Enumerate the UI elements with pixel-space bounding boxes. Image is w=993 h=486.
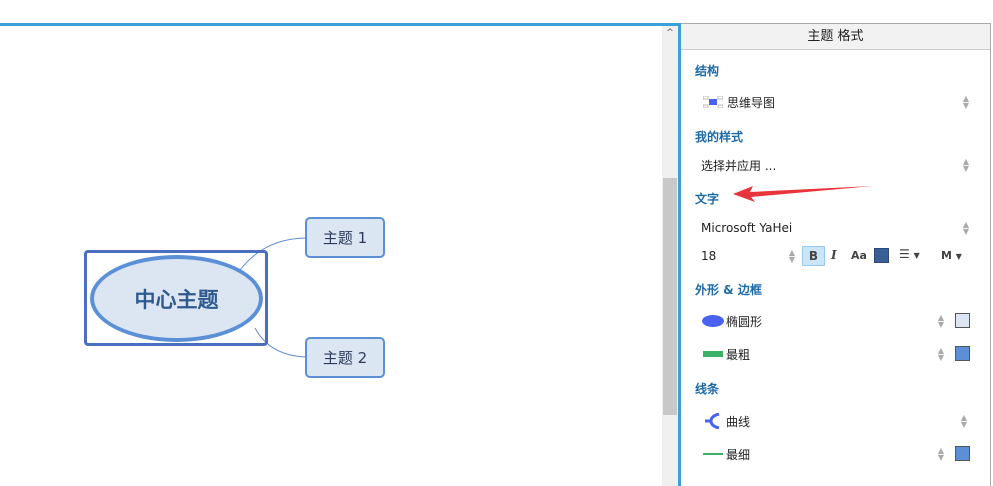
connector-lines — [239, 237, 308, 358]
line-style-value: 曲线 — [726, 414, 751, 429]
vertical-scrollbar[interactable]: ^ — [662, 26, 678, 486]
my-style-select[interactable]: 选择并应用 ... — [701, 154, 972, 176]
line-width-spinner-icon[interactable]: ▲▼ — [937, 446, 945, 462]
shape-spinner-icon[interactable]: ▲▼ — [937, 313, 945, 329]
shape-value: 椭圆形 — [726, 314, 763, 329]
font-size-spinner-icon[interactable]: ▲▼ — [788, 248, 796, 264]
panel-title: 主题 格式 — [681, 24, 990, 50]
curve-line-icon — [705, 413, 720, 429]
line-width-value: 最细 — [726, 447, 751, 462]
my-style-value: 选择并应用 ... — [701, 158, 777, 173]
text-case-button[interactable]: Aa — [851, 249, 867, 262]
my-style-heading: 我的样式 — [695, 130, 744, 144]
font-spinner-icon[interactable]: ▲▼ — [962, 220, 970, 236]
line-style-select[interactable]: 曲线 — [701, 410, 972, 432]
central-topic[interactable]: 中心主题 — [90, 255, 263, 342]
font-size-value: 18 — [701, 249, 717, 263]
line-color-swatch[interactable] — [955, 446, 970, 461]
mindmap-structure-icon — [703, 96, 723, 108]
my-style-spinner-icon[interactable]: ▲▼ — [962, 157, 970, 173]
font-family-value: Microsoft YaHei — [701, 221, 793, 235]
topic-2[interactable]: 主题 2 — [305, 337, 385, 378]
ellipse-shape-icon — [702, 315, 724, 327]
text-color-swatch[interactable] — [874, 248, 889, 263]
lines-heading: 线条 — [695, 382, 720, 396]
shape-select[interactable]: 椭圆形 — [701, 310, 930, 332]
central-topic-selection[interactable] — [84, 250, 268, 346]
text-more-button[interactable]: M ▼ — [941, 249, 962, 262]
more-label: M — [941, 249, 952, 262]
topic-1[interactable]: 主题 1 — [305, 217, 385, 258]
fill-color-swatch[interactable] — [955, 313, 970, 328]
structure-spinner-icon[interactable]: ▲▼ — [962, 94, 970, 110]
scroll-thumb[interactable] — [663, 178, 677, 415]
bold-button[interactable]: B — [802, 246, 825, 266]
connector-topic-1 — [239, 237, 308, 271]
structure-value: 思维导图 — [727, 95, 776, 110]
border-color-swatch[interactable] — [955, 346, 970, 361]
scroll-up-icon[interactable]: ^ — [666, 28, 674, 38]
align-button[interactable]: ☰ ▼ — [899, 247, 920, 261]
connector-topic-2 — [254, 327, 308, 358]
font-family-select[interactable]: Microsoft YaHei — [701, 217, 972, 239]
red-arrow-annotation — [733, 186, 873, 202]
border-width-select[interactable]: 最粗 — [701, 343, 930, 365]
chevron-down-icon: ▼ — [913, 251, 920, 260]
canvas-top-border — [0, 23, 681, 26]
border-spinner-icon[interactable]: ▲▼ — [937, 346, 945, 362]
text-heading: 文字 — [695, 192, 720, 206]
shape-heading: 外形 & 边框 — [695, 283, 762, 297]
structure-heading: 结构 — [695, 64, 720, 78]
italic-button[interactable]: I — [831, 248, 837, 262]
line-width-select[interactable]: 最细 — [701, 443, 930, 465]
chevron-down-icon: ▼ — [955, 252, 962, 261]
thick-line-icon — [703, 351, 723, 357]
border-width-value: 最粗 — [726, 347, 751, 362]
format-panel: 主题 格式 结构 思维导图 ▲▼ 我的样式 选择并应用 ... ▲▼ 文字 Mi… — [681, 23, 991, 486]
font-size-input[interactable]: 18 — [701, 245, 790, 267]
align-center-icon: ☰ — [899, 247, 910, 261]
thin-line-icon — [703, 453, 723, 455]
mindmap-canvas[interactable]: 中心主题 主题 1 主题 2 — [0, 26, 662, 486]
panel-divider — [678, 23, 681, 486]
line-style-spinner-icon[interactable]: ▲▼ — [960, 413, 968, 429]
structure-select[interactable]: 思维导图 — [701, 91, 972, 113]
